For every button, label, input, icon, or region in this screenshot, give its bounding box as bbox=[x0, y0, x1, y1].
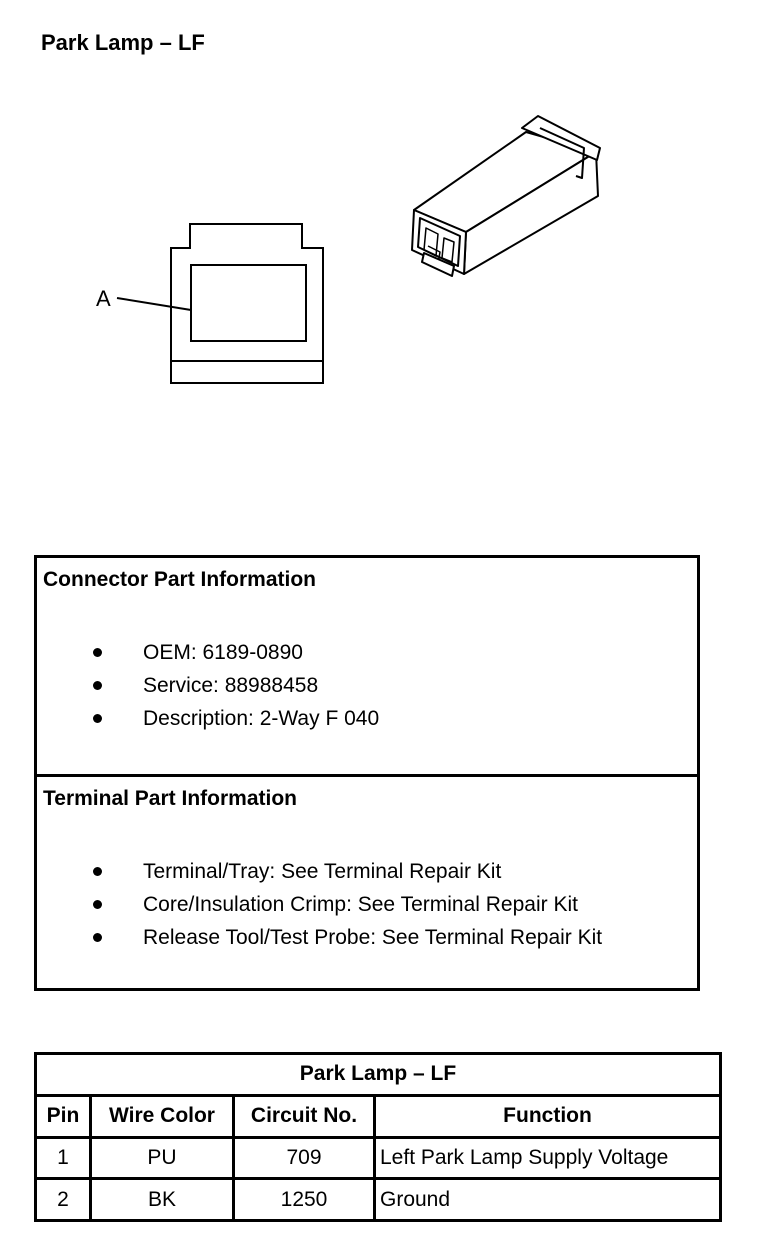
table-row: 1 PU 709 Left Park Lamp Supply Voltage bbox=[34, 1135, 722, 1181]
bullet-icon bbox=[93, 714, 102, 723]
wire-color-cell: PU bbox=[89, 1135, 235, 1181]
bullet-icon bbox=[93, 933, 102, 942]
column-header-pin: Pin bbox=[34, 1093, 92, 1139]
pin-cell: 2 bbox=[34, 1177, 92, 1222]
bullet-icon bbox=[93, 867, 102, 876]
bullet-icon bbox=[93, 648, 102, 657]
column-header-circuit-no: Circuit No. bbox=[232, 1093, 376, 1139]
connector-part-heading: Connector Part Information bbox=[43, 568, 317, 591]
column-header-function: Function bbox=[373, 1093, 722, 1139]
table-header-row: Pin Wire Color Circuit No. Function bbox=[34, 1093, 722, 1139]
list-item: Terminal/Tray: See Terminal Repair Kit bbox=[37, 855, 697, 888]
table-caption-row: Park Lamp – LF bbox=[34, 1052, 722, 1097]
function-cell: Ground bbox=[373, 1177, 722, 1222]
part-information-box: Connector Part Information OEM: 6189-089… bbox=[34, 555, 700, 991]
list-item: Description: 2-Way F 040 bbox=[37, 702, 697, 735]
column-header-wire-color: Wire Color bbox=[89, 1093, 235, 1139]
page-title: Park Lamp – LF bbox=[41, 30, 205, 55]
connector-part-list: OEM: 6189-0890 Service: 88988458 Descrip… bbox=[37, 636, 697, 735]
terminal-part-heading: Terminal Part Information bbox=[43, 787, 297, 810]
connector-3d-view bbox=[411, 115, 601, 277]
callout-label-a: A bbox=[96, 286, 111, 311]
bullet-icon bbox=[93, 681, 102, 690]
table-caption: Park Lamp – LF bbox=[34, 1052, 722, 1097]
wire-color-cell: BK bbox=[89, 1177, 235, 1222]
list-item: OEM: 6189-0890 bbox=[37, 636, 697, 669]
function-cell: Left Park Lamp Supply Voltage bbox=[373, 1135, 722, 1181]
pin-table: Park Lamp – LF Pin Wire Color Circuit No… bbox=[34, 1052, 722, 1222]
terminal-part-section: Terminal Part Information Terminal/Tray:… bbox=[37, 777, 697, 988]
circuit-no-cell: 709 bbox=[232, 1135, 376, 1181]
connector-face-view bbox=[116, 223, 324, 384]
connector-diagram: A bbox=[96, 115, 601, 384]
connector-part-section: Connector Part Information OEM: 6189-089… bbox=[37, 558, 697, 777]
table-row: 2 BK 1250 Ground bbox=[34, 1177, 722, 1222]
bullet-icon bbox=[93, 900, 102, 909]
list-item: Service: 88988458 bbox=[37, 669, 697, 702]
list-item: Core/Insulation Crimp: See Terminal Repa… bbox=[37, 888, 697, 921]
circuit-no-cell: 1250 bbox=[232, 1177, 376, 1222]
pin-cell: 1 bbox=[34, 1135, 92, 1181]
terminal-part-list: Terminal/Tray: See Terminal Repair Kit C… bbox=[37, 855, 697, 954]
list-item: Release Tool/Test Probe: See Terminal Re… bbox=[37, 921, 697, 954]
